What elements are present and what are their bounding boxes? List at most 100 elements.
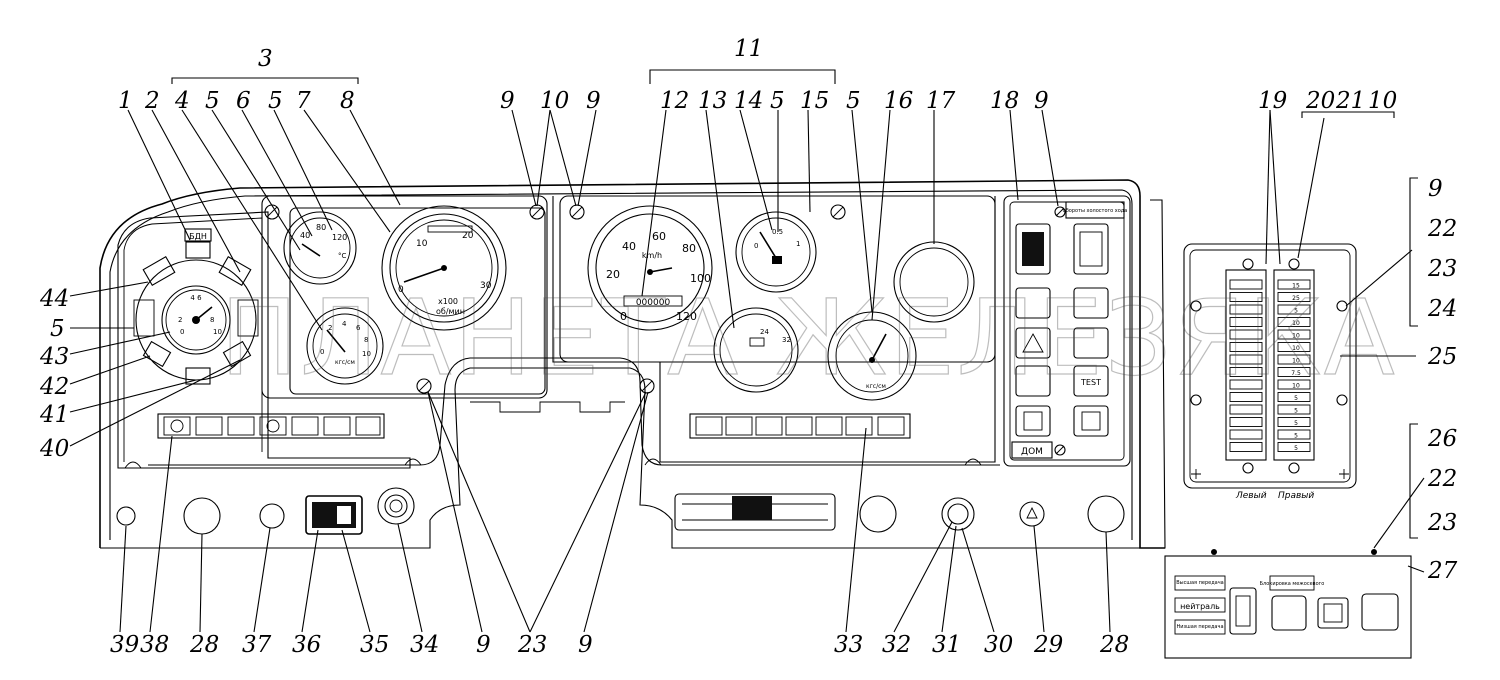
fuse-rating: 25 bbox=[1292, 295, 1300, 302]
fuse-slot bbox=[1229, 379, 1263, 390]
fuse-rating: 15 bbox=[1292, 283, 1300, 290]
callout-c31: 31 bbox=[932, 632, 961, 658]
pressure-unit-left: кгс/см bbox=[335, 359, 355, 366]
speedo-80: 80 bbox=[682, 242, 696, 255]
callout-c9f: 9 bbox=[578, 632, 593, 658]
dom-label: ДОМ bbox=[1021, 447, 1043, 457]
speedo-100: 100 bbox=[690, 272, 711, 285]
fuse-slot bbox=[1277, 379, 1311, 390]
left-warning-lamp-strip bbox=[157, 413, 385, 439]
fuse-rating: 10 bbox=[1292, 358, 1300, 365]
tacho-unit-1: x100 bbox=[438, 297, 458, 306]
voltmeter: 24 32 bbox=[713, 307, 799, 393]
fuse-rating: 10 bbox=[1292, 383, 1300, 390]
svg-text:1: 1 bbox=[796, 240, 800, 248]
gearbox-panel: Высшая передача нейтраль Низшая передача… bbox=[1164, 549, 1412, 659]
callout-c28a: 28 bbox=[189, 632, 219, 658]
fuse-slot bbox=[1229, 279, 1263, 290]
fuse-left-label: Левый bbox=[1235, 491, 1267, 501]
fuse-rating: 5 bbox=[1294, 445, 1298, 452]
fuse-slot bbox=[1229, 317, 1263, 327]
fuse-slot bbox=[1229, 429, 1263, 440]
svg-text:120: 120 bbox=[332, 233, 347, 242]
fuse-rating: 7.5 bbox=[1291, 370, 1301, 377]
callout-c23b: 23 bbox=[1427, 510, 1457, 536]
air-pressure-gauge-left: 0 2 4 6 8 10 кгс/см bbox=[306, 307, 384, 385]
svg-text:4 6: 4 6 bbox=[190, 294, 202, 302]
callout-c23a: 23 bbox=[1427, 256, 1457, 282]
callout-c9e: 9 bbox=[476, 632, 491, 658]
fuse-rating: 5 bbox=[1294, 408, 1298, 415]
callout-c9b: 9 bbox=[586, 88, 601, 114]
callout-c27: 27 bbox=[1427, 558, 1458, 584]
callout-c15: 15 bbox=[800, 88, 829, 114]
callout-c39: 39 bbox=[110, 632, 139, 658]
speedo-unit: km/h bbox=[642, 251, 662, 260]
callout-c36: 36 bbox=[292, 632, 321, 658]
svg-text:8: 8 bbox=[364, 336, 368, 344]
bottom-controls bbox=[116, 487, 1125, 535]
fuse-slot bbox=[1277, 317, 1311, 327]
callout-c16: 16 bbox=[884, 88, 913, 114]
callout-c37: 37 bbox=[242, 632, 272, 658]
speedometer: 0 20 40 60 80 100 120 km/h 000000 bbox=[587, 205, 713, 331]
svg-text:4: 4 bbox=[342, 320, 347, 328]
svg-text:2: 2 bbox=[178, 316, 182, 324]
callout-c35: 35 bbox=[360, 632, 389, 658]
svg-text:6: 6 bbox=[356, 324, 361, 332]
speedo-120: 120 bbox=[676, 310, 697, 323]
speedo-0: 0 bbox=[620, 310, 627, 323]
pressure-unit-right: кгс/см bbox=[866, 383, 886, 390]
fuse-slot bbox=[1229, 342, 1263, 352]
fuse-slot bbox=[1229, 442, 1263, 452]
callout-c38: 38 bbox=[140, 632, 169, 658]
callout-c5c: 5 bbox=[770, 88, 785, 114]
fuse-slot bbox=[1277, 392, 1311, 402]
svg-text:8: 8 bbox=[210, 316, 214, 324]
tacho-tick-10: 10 bbox=[416, 239, 428, 249]
fuse-slot bbox=[1229, 329, 1263, 340]
callout-c33: 33 bbox=[834, 632, 863, 658]
speedo-40: 40 bbox=[622, 240, 636, 253]
fuse-rating: 5 bbox=[1294, 308, 1298, 315]
fuse-slot bbox=[1277, 329, 1311, 340]
fuse-slot bbox=[1277, 279, 1311, 290]
svg-text:0: 0 bbox=[180, 328, 184, 336]
fuse-slot bbox=[1229, 367, 1263, 377]
fuse-slot bbox=[1277, 442, 1311, 452]
fuse-rating: 5 bbox=[1294, 420, 1298, 427]
callout-c23c: 23 bbox=[517, 632, 547, 658]
svg-text:24: 24 bbox=[760, 328, 769, 336]
callout-c22b: 22 bbox=[1427, 466, 1457, 492]
callout-c9c: 9 bbox=[1034, 88, 1049, 114]
callout-c8: 8 bbox=[340, 88, 355, 114]
left-gauge-cluster: БДН 4 6 2 8 0 10 bbox=[133, 228, 259, 385]
fuse-slot bbox=[1229, 304, 1263, 315]
callout-c5a: 5 bbox=[205, 88, 220, 114]
callout-c29: 29 bbox=[1033, 632, 1063, 658]
fuse-slot bbox=[1229, 417, 1263, 427]
callout-c13: 13 bbox=[698, 88, 727, 114]
callout-c28b: 28 bbox=[1099, 632, 1129, 658]
fuse-rating: 10 bbox=[1292, 345, 1300, 352]
callout-c10a: 10 bbox=[540, 88, 569, 114]
callout-c42: 42 bbox=[39, 374, 69, 400]
dashboard-body bbox=[99, 179, 1165, 549]
callout-c34: 34 bbox=[410, 632, 439, 658]
svg-text:0: 0 bbox=[754, 242, 758, 250]
tachometer: 0 10 20 30 x100 об/мин bbox=[381, 205, 507, 331]
lock-label: Блокировка межосевого bbox=[1260, 581, 1325, 587]
fuse-rating: 10 bbox=[1292, 320, 1300, 327]
callout-c2: 2 bbox=[144, 88, 160, 114]
fuse-slot bbox=[1277, 404, 1311, 415]
callout-c12: 12 bbox=[660, 88, 689, 114]
bdn-label: БДН bbox=[189, 232, 207, 241]
callout-c5e: 5 bbox=[50, 316, 65, 342]
callout-c4: 4 bbox=[174, 88, 190, 114]
speedo-20: 20 bbox=[606, 268, 620, 281]
callout-c44: 44 bbox=[39, 286, 69, 312]
callout-c22a: 22 bbox=[1427, 216, 1457, 242]
svg-text:10: 10 bbox=[213, 328, 222, 336]
